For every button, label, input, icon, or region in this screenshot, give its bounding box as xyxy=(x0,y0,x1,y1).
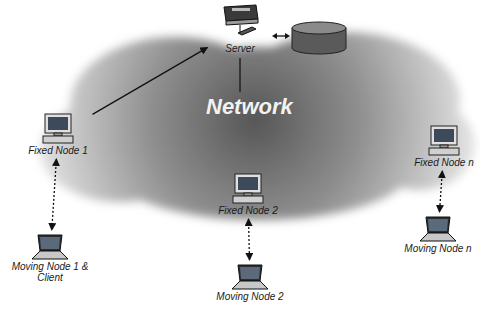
server-node: Server xyxy=(209,2,271,55)
node-label: Fixed Node n xyxy=(414,157,473,168)
node-label: Server xyxy=(212,43,268,54)
server-icon xyxy=(212,3,268,43)
server-link xyxy=(239,58,241,92)
network-label: Network xyxy=(206,94,293,120)
pc-icon xyxy=(230,173,266,205)
moving-node: Moving Node 1 & Client xyxy=(7,232,93,284)
fixed-node: Fixed Node n xyxy=(411,124,476,169)
laptop-icon xyxy=(30,233,70,261)
wireless-link xyxy=(440,171,443,212)
moving-node: Moving Node n xyxy=(401,214,474,255)
wireless-link xyxy=(249,219,250,260)
node-label: Moving Node 1 & Client xyxy=(10,261,90,283)
node-label: Fixed Node 1 xyxy=(28,145,87,156)
node-label: Moving Node 2 xyxy=(216,291,283,302)
pc-icon xyxy=(426,125,462,157)
node-label: Moving Node n xyxy=(404,243,471,254)
pc-icon xyxy=(40,113,76,145)
fixed-node: Fixed Node 1 xyxy=(25,112,90,157)
database-arrow xyxy=(272,33,290,39)
laptop-icon xyxy=(230,263,270,291)
connector-arrow xyxy=(93,48,208,115)
laptop-icon xyxy=(418,215,458,243)
fixed-node: Fixed Node 2 xyxy=(215,172,280,217)
database-cylinder xyxy=(292,22,346,54)
moving-node: Moving Node 2 xyxy=(213,262,286,303)
node-label: Fixed Node 2 xyxy=(218,205,277,216)
wireless-link xyxy=(52,159,57,230)
